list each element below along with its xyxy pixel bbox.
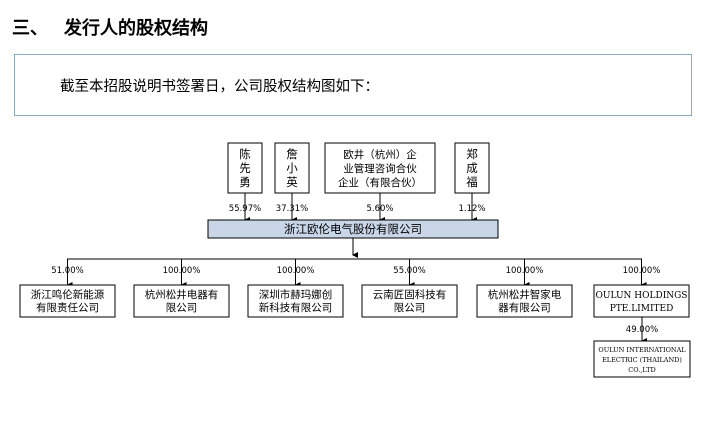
- grandchild-box-frame: [593, 340, 691, 378]
- grandchild-box-label: CO.,LTD: [628, 366, 655, 374]
- shareholder-box-label: 郑: [466, 147, 478, 161]
- company-box-label: 浙江欧伦电气股份有限公司: [284, 222, 422, 236]
- grandchild-box: OULUN INTERNATIONAL ELECTRIC (THAILAND) CO…: [593, 340, 691, 378]
- subsidiary-pct: 100.00%: [163, 266, 201, 276]
- section-title: 发行人的股权结构: [64, 18, 208, 39]
- shareholder-box-label: 勇: [239, 175, 251, 189]
- subsidiary-pct: 100.00%: [277, 266, 315, 276]
- subsidiary-box-label: 云南匠固科技有: [373, 288, 447, 301]
- shareholder-box-label: 企业（有限合伙）: [338, 176, 422, 189]
- shareholder-box-frame: [274, 142, 310, 194]
- shareholder-pct: 37.31%: [276, 204, 308, 214]
- subsidiary-box-label: 限公司: [394, 302, 426, 314]
- intro-text: 截至本招股说明书签署日，公司股权结构图如下：: [60, 79, 379, 95]
- shareholder-box-frame: [324, 142, 436, 194]
- subsidiary-pct: 55.00%: [393, 266, 425, 276]
- shareholder-box-frame: [227, 142, 263, 194]
- subsidiary-box-frame: [593, 284, 690, 318]
- subsidiary-box-label: 有限责任公司: [36, 301, 99, 314]
- shareholder-pct: 1.12%: [458, 204, 485, 214]
- shareholder-box-label: 欧井（杭州）企: [343, 148, 417, 161]
- shareholder-box-label: 先: [239, 161, 251, 175]
- shareholder-box-label: 业管理咨询合伙: [343, 162, 417, 175]
- subsidiary-box-label: 杭州松井智家电: [488, 288, 562, 301]
- subsidiary-box-label: 新科技有限公司: [259, 301, 333, 314]
- subsidiary-pct: 100.00%: [623, 266, 661, 276]
- subsidiary-pct: 100.00%: [506, 266, 544, 276]
- subsidiary-box-label: PTE.LIMITED: [610, 304, 674, 314]
- subsidiary-box: OULUN HOLDINGS PTE.LIMITED: [593, 284, 690, 318]
- shareholder-box-label: 福: [466, 175, 478, 189]
- section-heading: 三、发行人的股权结构: [12, 14, 208, 40]
- shareholder-pct: 5.60%: [366, 204, 393, 214]
- subsidiary-box-label: 浙江鸣伦新能源: [31, 288, 105, 301]
- shareholder-box-label: 成: [466, 161, 478, 175]
- company-box-frame: [207, 219, 499, 239]
- shareholder-box-label: 英: [286, 175, 298, 189]
- subsidiary-box-frame: [133, 284, 230, 318]
- shareholder-box: 郑成福: [454, 142, 490, 194]
- shareholder-box-label: 小: [286, 161, 298, 175]
- subsidiary-box-label: 杭州松井电器有: [145, 288, 219, 301]
- grandchild-pct: 49.00%: [626, 325, 658, 335]
- grandchild-box-label: ELECTRIC (THAILAND): [602, 356, 682, 364]
- shareholder-box-label: 陈: [239, 147, 251, 161]
- company-box: 浙江欧伦电气股份有限公司: [207, 219, 499, 239]
- subsidiary-pct: 51.00%: [51, 266, 83, 276]
- shareholder-pct: 55.97%: [229, 204, 261, 214]
- subsidiary-box-label: OULUN HOLDINGS: [596, 291, 688, 301]
- section-number: 三、: [12, 18, 48, 39]
- shareholder-box-label: 詹: [286, 147, 298, 161]
- grandchild-box-label: OULUN INTERNATIONAL: [598, 346, 686, 354]
- subsidiary-box-frame: [476, 284, 573, 318]
- shareholder-box: 陈先勇: [227, 142, 263, 194]
- subsidiary-box-frame: [19, 284, 116, 318]
- subsidiary-box-frame: [361, 284, 458, 318]
- subsidiary-box-label: 深圳市赫玛娜创: [259, 288, 333, 301]
- subsidiary-box-label: 器有限公司: [498, 301, 551, 314]
- subsidiary-box-frame: [247, 284, 344, 318]
- shareholder-box: 詹小英: [274, 142, 310, 194]
- intro-box: 截至本招股说明书签署日，公司股权结构图如下：: [14, 54, 692, 116]
- subsidiary-box-label: 限公司: [166, 302, 198, 314]
- shareholder-box-frame: [454, 142, 490, 194]
